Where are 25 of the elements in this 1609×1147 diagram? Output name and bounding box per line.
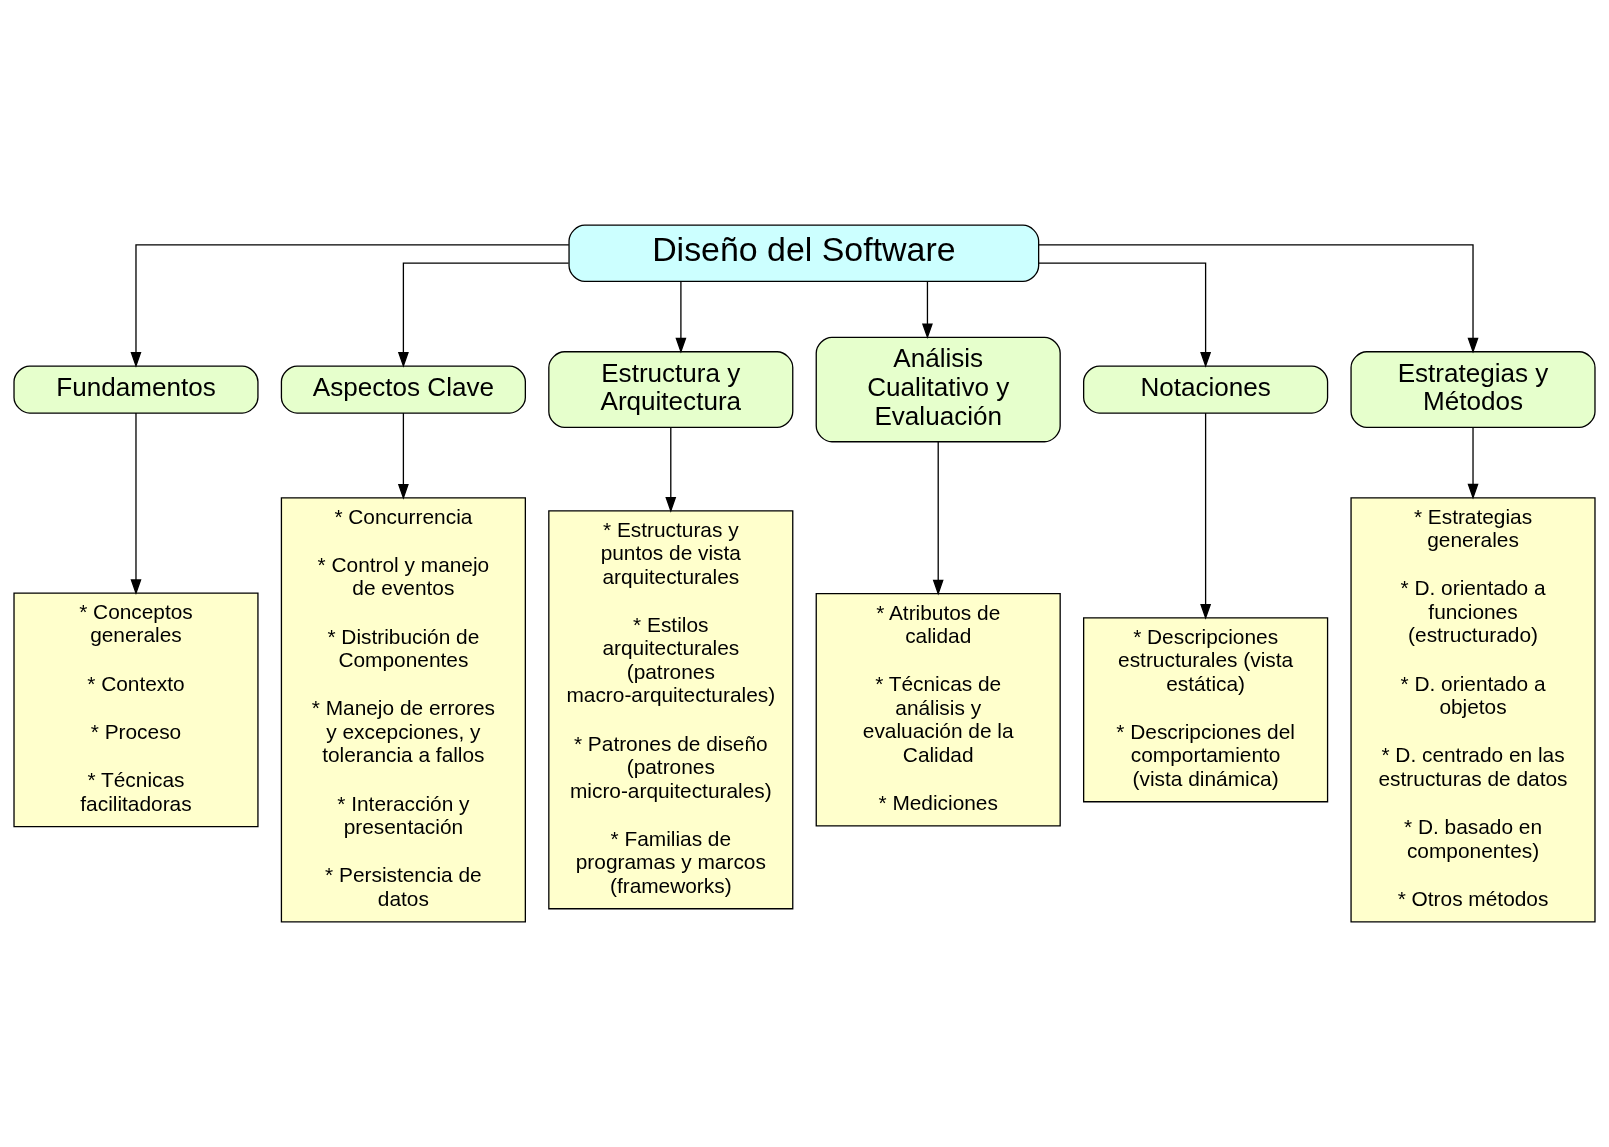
arrow xyxy=(665,426,677,513)
node-box: Notaciones xyxy=(1083,365,1329,414)
arrow xyxy=(397,262,570,368)
node-box: Estructura y Arquitectura xyxy=(548,351,794,429)
arrow xyxy=(1038,262,1212,368)
arrow xyxy=(1038,244,1479,354)
arrow xyxy=(397,412,409,500)
arrow xyxy=(1467,426,1479,500)
arrow xyxy=(921,280,933,340)
node-box: * Atributos de calidad * Técnicas de análisis y evaluación de la Calidad * Mediciones xyxy=(815,593,1061,827)
node-box: * Estrategias generales * D. orientado a funciones (estructurado) * D. orientado a objetos * D. centrado en las estructuras de datos * D. basado en componentes) * Otros métodos xyxy=(1350,497,1596,923)
node-box: Diseño del Software xyxy=(568,224,1040,282)
node-box: * Descripciones estructurales (vista estática) * Descripciones del comportamiento (vista dinámica) xyxy=(1083,617,1329,803)
arrow xyxy=(130,244,570,368)
node-box: Aspectos Clave xyxy=(280,365,526,414)
node-box: * Concurrencia * Control y manejo de eventos * Distribución de Componentes * Manejo de errores y excepciones, y tolerancia a fallos * Interacción y presentación * Persistencia de datos xyxy=(280,497,526,923)
node-box: * Estructuras y puntos de vista arquitecturales * Estilos arquitecturales (patrones macro-arquitecturales) * Patrones de diseño (patrones micro-arquitecturales) * Familias de programas y marcos (frameworks) xyxy=(548,510,794,910)
arrow xyxy=(675,280,687,354)
arrow xyxy=(932,441,944,596)
node-box: Fundamentos xyxy=(13,365,259,414)
arrow xyxy=(130,412,142,595)
node-box: Análisis Cualitativo y Evaluación xyxy=(815,336,1061,443)
arrow xyxy=(1200,412,1212,620)
node-box: Estrategias y Métodos xyxy=(1350,351,1596,429)
node-box: * Conceptos generales * Contexto * Proceso * Técnicas facilitadoras xyxy=(13,592,259,828)
